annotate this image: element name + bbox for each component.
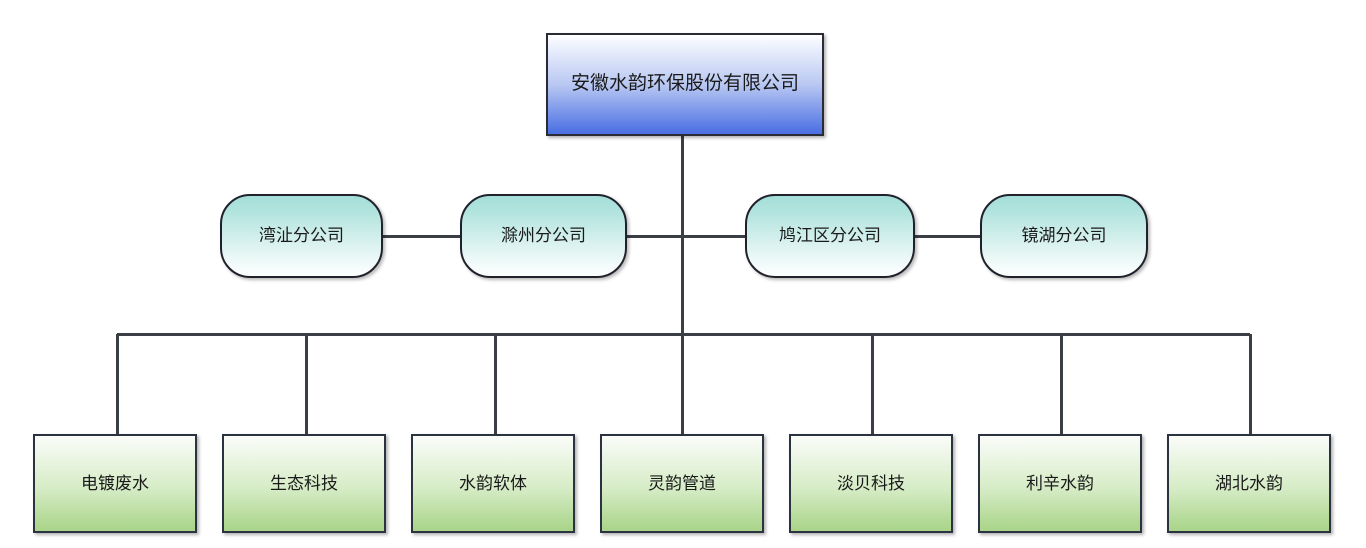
node-subsidiary-3[interactable]: 水韵软体 xyxy=(411,434,575,533)
node-subsidiary-7[interactable]: 湖北水韵 xyxy=(1167,434,1331,533)
node-subsidiary-2[interactable]: 生态科技 xyxy=(222,434,386,533)
node-subsidiary-2-label: 生态科技 xyxy=(270,473,338,493)
node-subsidiary-4[interactable]: 灵韵管道 xyxy=(600,434,764,533)
node-subsidiary-7-label: 湖北水韵 xyxy=(1215,473,1283,493)
node-subsidiary-4-label: 灵韵管道 xyxy=(648,473,716,493)
node-subsidiary-5[interactable]: 淡贝科技 xyxy=(789,434,953,533)
node-subsidiary-3-label: 水韵软体 xyxy=(459,473,527,493)
node-subsidiary-6[interactable]: 利辛水韵 xyxy=(978,434,1142,533)
node-branch-3[interactable]: 鸠江区分公司 xyxy=(745,194,915,278)
node-subsidiary-6-label: 利辛水韵 xyxy=(1026,473,1094,493)
node-branch-4-label: 镜湖分公司 xyxy=(1021,226,1107,246)
node-branch-2[interactable]: 滁州分公司 xyxy=(460,194,627,278)
node-subsidiary-1[interactable]: 电镀废水 xyxy=(33,434,197,533)
node-root-label: 安徽水韵环保股份有限公司 xyxy=(570,73,799,95)
node-branch-1-label: 湾沚分公司 xyxy=(259,226,344,246)
node-subsidiary-5-label: 淡贝科技 xyxy=(837,473,905,493)
node-root-company[interactable]: 安徽水韵环保股份有限公司 xyxy=(546,33,824,136)
node-subsidiary-1-label: 电镀废水 xyxy=(81,473,149,493)
node-branch-3-label: 鸠江区分公司 xyxy=(779,226,881,246)
node-branch-1[interactable]: 湾沚分公司 xyxy=(220,194,383,278)
node-branch-2-label: 滁州分公司 xyxy=(501,226,586,246)
node-branch-4[interactable]: 镜湖分公司 xyxy=(980,194,1148,278)
